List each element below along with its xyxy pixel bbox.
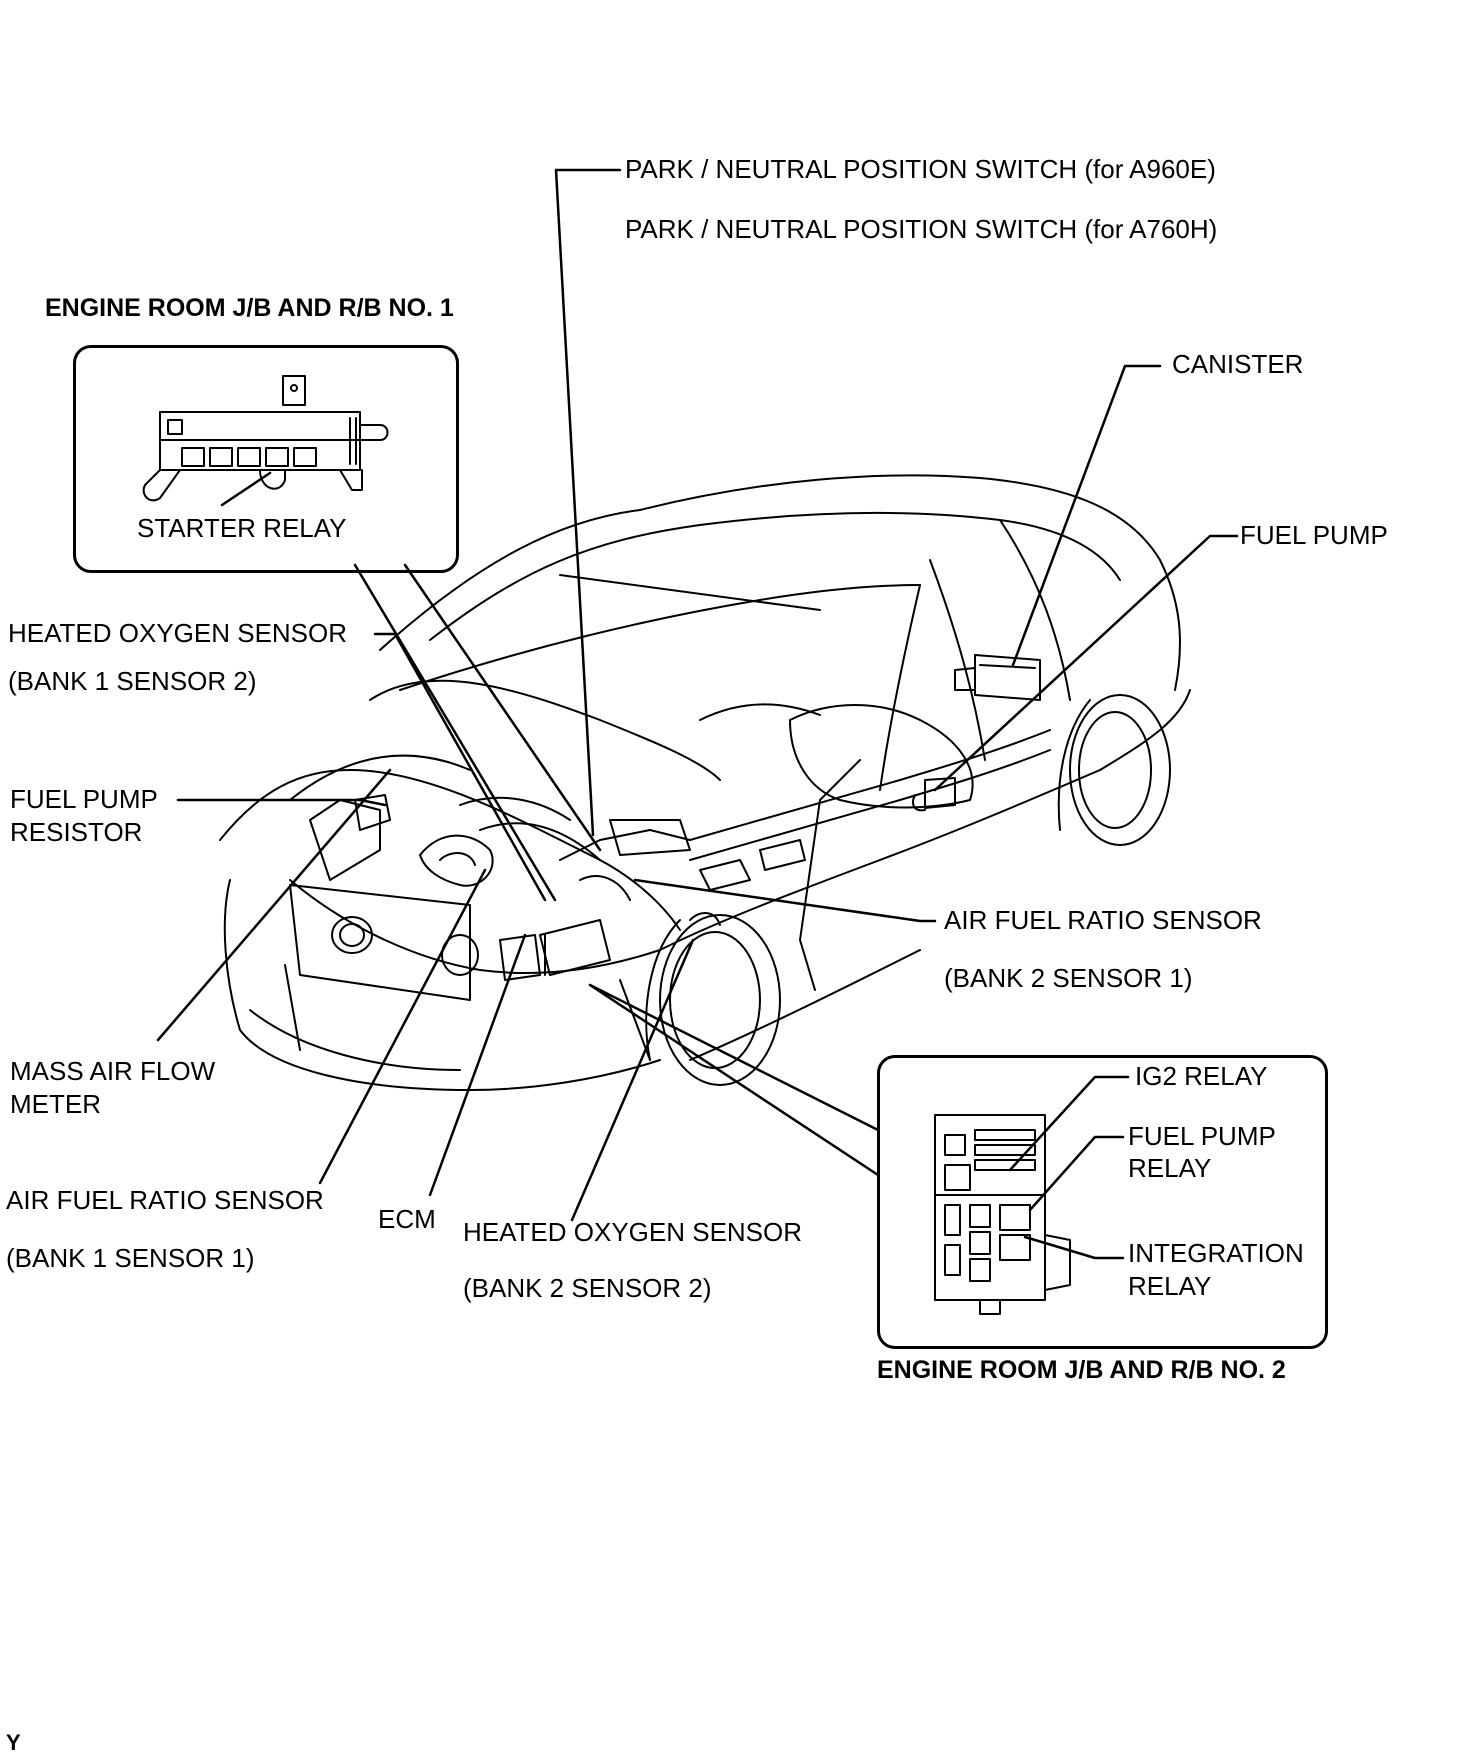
label-fuel-pump: FUEL PUMP: [1240, 520, 1388, 550]
label-canister: CANISTER: [1172, 349, 1304, 379]
leader-ig2-relay: [1008, 1075, 1130, 1172]
label-heated-o2-bank1-sensor2-sub: (BANK 1 SENSOR 2): [8, 666, 257, 696]
label-heated-o2-bank1-sensor2: HEATED OXYGEN SENSOR: [8, 618, 348, 648]
leader-ecm: [428, 933, 527, 1197]
label-ig2-relay: IG2 RELAY: [1135, 1061, 1268, 1091]
leader-heated-o2-bank2-sensor2: [570, 938, 695, 1222]
leader-heated-o2-bank1-sensor2: [373, 632, 547, 902]
label-fuel-pump-resistor-sub: RESISTOR: [10, 817, 143, 847]
inset-engine-room-jb-1: [73, 345, 459, 573]
label-integration-relay: INTEGRATION: [1128, 1238, 1304, 1268]
label-heated-o2-bank2-sensor2: HEATED OXYGEN SENSOR: [463, 1217, 803, 1247]
leader-canister: [1011, 364, 1162, 667]
leader-lines: [156, 168, 1239, 1260]
label-fuel-pump-resistor: FUEL PUMP: [10, 784, 158, 814]
label-park-neutral-switch-a960e: PARK / NEUTRAL POSITION SWITCH (for A960…: [625, 154, 1216, 184]
label-fuel-pump-relay-sub: RELAY: [1128, 1153, 1212, 1183]
label-afr-bank1-sensor1-sub: (BANK 1 SENSOR 1): [6, 1243, 255, 1273]
title-engine-room-jb-1: ENGINE ROOM J/B AND R/B NO. 1: [45, 294, 454, 322]
label-maf-sub: METER: [10, 1089, 101, 1119]
label-integration-relay-sub: RELAY: [1128, 1271, 1212, 1301]
title-engine-room-jb-2: ENGINE ROOM J/B AND R/B NO. 2: [877, 1356, 1286, 1384]
leader-fuel-pump: [933, 534, 1239, 792]
label-starter-relay: STARTER RELAY: [137, 513, 347, 543]
inset-engine-room-jb-2: [877, 1055, 1328, 1349]
leader-fuel-pump-resistor: [176, 798, 387, 807]
label-afr-bank2-sensor1-sub: (BANK 2 SENSOR 1): [944, 963, 1193, 993]
leader-junction-block-2: [588, 983, 880, 1177]
leader-afr-bank2-sensor1: [633, 878, 937, 923]
leader-starter-relay: [220, 471, 272, 507]
label-ecm: ECM: [378, 1204, 436, 1234]
engine-bay-drawing: [309, 654, 1051, 981]
leader-park-neutral-switch: [554, 168, 622, 837]
leader-junction-block-1: [353, 563, 602, 902]
label-afr-bank1-sensor1: AIR FUEL RATIO SENSOR: [6, 1185, 324, 1215]
junction-block-1-drawing: [142, 375, 389, 502]
leader-afr-bank1-sensor1: [318, 868, 487, 1185]
label-park-neutral-switch-a760h: PARK / NEUTRAL POSITION SWITCH (for A760…: [625, 214, 1218, 244]
label-fuel-pump-relay: FUEL PUMP: [1128, 1121, 1276, 1151]
leader-integration-relay: [1023, 1235, 1125, 1260]
label-afr-bank2-sensor1: AIR FUEL RATIO SENSOR: [944, 905, 1262, 935]
leader-maf: [156, 768, 392, 1042]
label-maf: MASS AIR FLOW: [10, 1056, 216, 1086]
leader-fuel-pump-relay: [1028, 1135, 1125, 1212]
label-heated-o2-bank2-sensor2-sub: (BANK 2 SENSOR 2): [463, 1273, 712, 1303]
junction-block-2-drawing: [934, 1114, 1071, 1315]
figure-code: Y: [6, 1730, 21, 1755]
